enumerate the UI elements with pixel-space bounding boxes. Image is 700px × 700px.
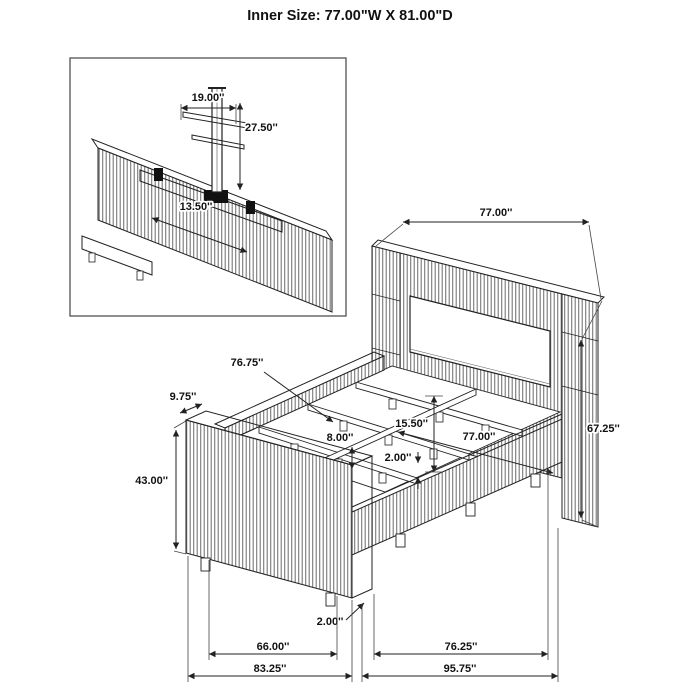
inset-frame-rail [81, 235, 153, 276]
dim-label-mount-height: 27.50'' [245, 122, 278, 134]
rail-foot [395, 533, 406, 548]
dim-line-inner-width [397, 430, 554, 475]
extension-line [173, 550, 187, 555]
dim-label-inner-depth: 76.25'' [445, 641, 478, 653]
footboard-end-cap [351, 455, 373, 599]
dim-label-bracket-length: 13.50'' [180, 201, 213, 213]
media-shelf-lip [409, 348, 551, 385]
dim-line-rail-thickness [179, 403, 203, 414]
dim-label-slat-spacing: 8.00'' [327, 432, 354, 444]
slat-foot [435, 411, 444, 423]
extension-line [173, 420, 187, 429]
slat-foot [388, 398, 397, 410]
inset-frame-foot [136, 270, 144, 281]
headboard-right-post [561, 293, 599, 528]
page-title: Inner Size: 77.00"W X 81.00"D [247, 8, 453, 24]
slat-foot [378, 472, 387, 484]
inset-mount-bar [139, 169, 283, 233]
dim-label-headboard-width: 77.00'' [480, 207, 513, 219]
dim-label-platform-height: 15.50'' [395, 418, 428, 430]
footboard-foot [200, 557, 211, 572]
dimension-annotations: 77.00'' 67.25'' 76.75'' 9.75'' 43.00'' 8… [133, 205, 622, 682]
dim-label-outer-depth: 95.75'' [444, 663, 477, 675]
dim-label-inner-width: 77.00'' [463, 431, 496, 443]
dim-label-headboard-height: 67.25'' [587, 423, 620, 435]
slat-foot [339, 420, 348, 432]
extension-line [588, 224, 602, 300]
tv-mount-crossbar-upper [182, 111, 254, 130]
inset-detail-view: 19.00'' 27.50'' 13.50'' [69, 57, 347, 317]
dim-label-footboard-outer-width: 83.25'' [254, 663, 287, 675]
footboard-foot [325, 592, 336, 607]
post-seam [371, 293, 401, 302]
dim-label-foot-height: 2.00'' [317, 616, 344, 628]
slat-foot [384, 434, 393, 446]
rail-foot [530, 473, 541, 488]
dim-label-slat-thickness: 2.00'' [385, 452, 412, 464]
dim-label-footboard-height: 43.00'' [135, 475, 168, 487]
extension-line [581, 300, 603, 340]
inset-frame-foot [88, 252, 96, 263]
extension-line [581, 519, 599, 528]
inset-clamp-left [154, 168, 163, 181]
dim-label-rail-thickness: 9.75'' [170, 391, 197, 403]
main-iso-view [184, 239, 605, 607]
tv-mount-crossbar-lower [191, 134, 245, 150]
inset-center-bracket [204, 190, 228, 203]
post-seam [371, 347, 401, 356]
leader-foot-height [345, 602, 365, 621]
media-shelf-opening [409, 295, 551, 388]
post-seam [561, 331, 599, 342]
leader-rail-length [263, 371, 334, 423]
dim-line-bracket-length [151, 217, 248, 253]
dim-label-mount-width: 19.00'' [192, 92, 225, 104]
inset-clamp-right [246, 201, 255, 214]
dim-label-rail-length: 76.75'' [231, 357, 264, 369]
extension-line [375, 223, 404, 247]
dim-label-footboard-inner-width: 66.00'' [257, 641, 290, 653]
rail-foot [465, 502, 476, 517]
